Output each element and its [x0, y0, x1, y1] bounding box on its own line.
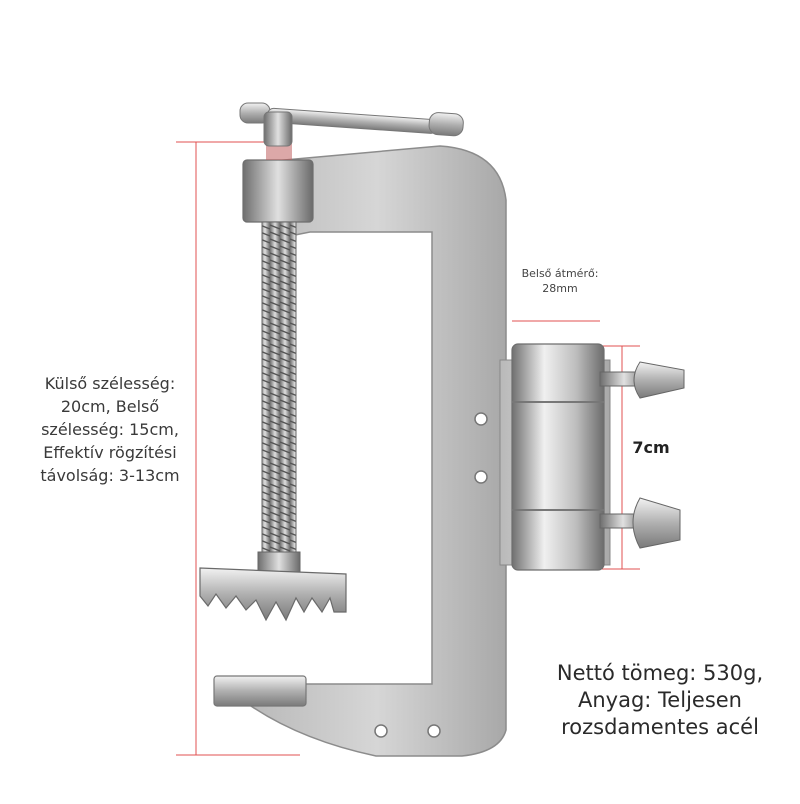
t-handle	[239, 102, 464, 147]
tube-clamp	[499, 343, 611, 571]
c-frame-plate	[246, 145, 507, 757]
threaded-screw	[261, 221, 297, 568]
tube-height-text: 7cm	[632, 438, 670, 457]
pressure-pad	[199, 551, 347, 622]
weight-material-text: Nettó tömeg: 530g, Anyag: Teljesen rozsd…	[556, 661, 764, 739]
dimension-spec-text: Külső szélesség: 20cm, Belső szélesség: …	[40, 374, 180, 485]
wing-screw-top	[599, 361, 685, 399]
plate-holes	[374, 412, 488, 738]
screw-housing	[242, 159, 314, 223]
wing-screw-bottom	[599, 497, 681, 549]
lower-jaw-pad	[213, 675, 307, 707]
inner-diameter-text: Belső átmérő: 28mm	[521, 267, 599, 295]
